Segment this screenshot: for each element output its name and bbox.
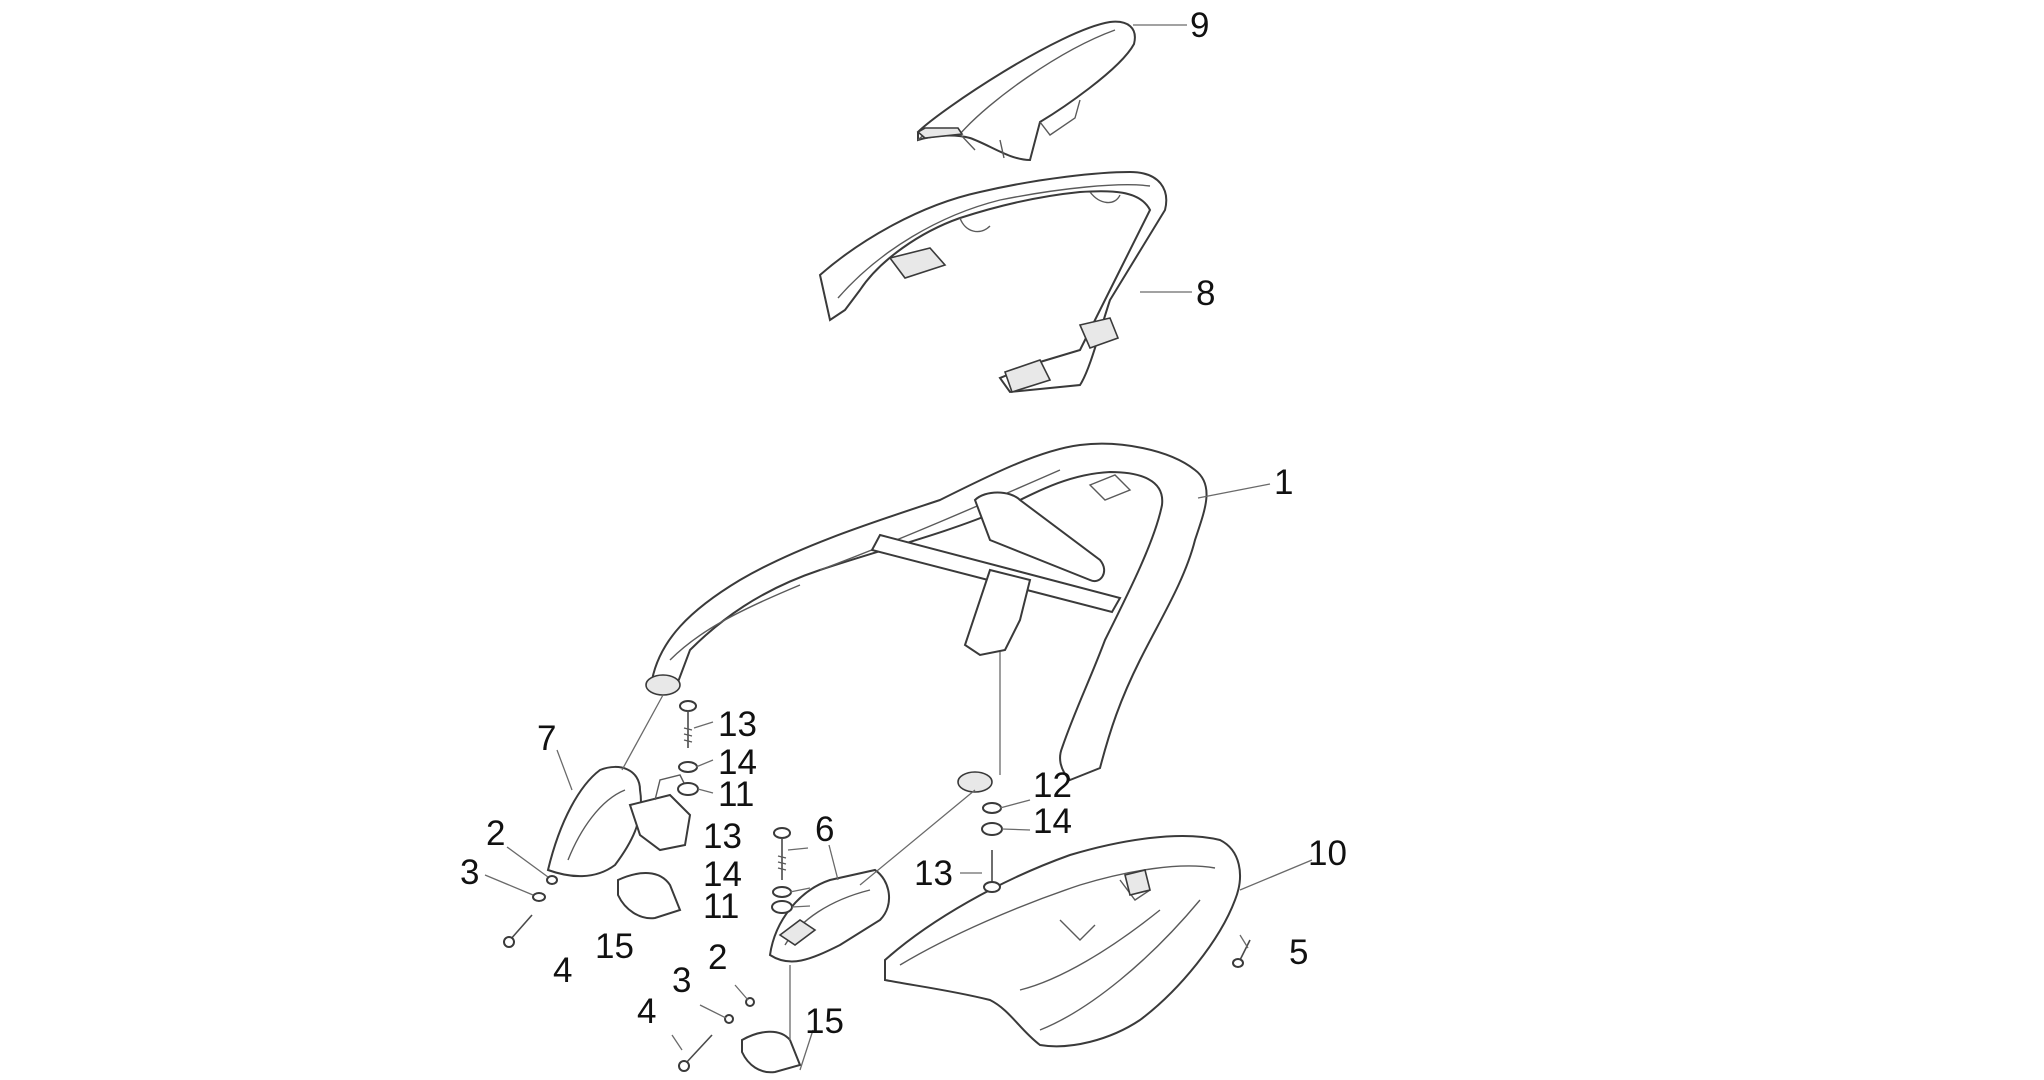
part-1-grab-rail	[645, 442, 1208, 793]
screw-5	[1232, 939, 1251, 968]
callout-13b: 13	[703, 817, 742, 856]
part-6-right-cover	[768, 868, 891, 963]
callout-4a: 4	[553, 951, 572, 990]
callout-15b: 15	[805, 1002, 844, 1041]
washer-11-a	[677, 782, 699, 796]
bolt-13-b	[773, 827, 791, 880]
callout-11a: 11	[718, 775, 754, 814]
spacer-2-a	[546, 875, 558, 885]
part-10-rear-tray	[884, 835, 1241, 1048]
washer-11-b	[771, 900, 793, 914]
part-7-left-cover	[546, 765, 692, 878]
callout-6: 6	[815, 810, 834, 849]
callout-10: 10	[1308, 834, 1347, 873]
callout-9: 9	[1190, 6, 1209, 45]
callout-12: 12	[1033, 766, 1072, 805]
callout-3b: 3	[672, 961, 691, 1000]
callout-2a: 2	[486, 814, 505, 853]
callout-5: 5	[1289, 933, 1308, 972]
callout-14b: 14	[703, 855, 742, 894]
callout-1: 1	[1274, 463, 1293, 502]
callout-8: 8	[1196, 274, 1215, 313]
washer-3-a	[532, 892, 546, 902]
pin-4-a	[503, 914, 533, 948]
callout-13c: 13	[914, 854, 953, 893]
callout-15a: 15	[595, 927, 634, 966]
callout-labels: 9 8 1 7 13 14 11 2 3 4 15 6 13 14 11 12 …	[460, 6, 1347, 1041]
clamp-15-a	[617, 872, 682, 920]
callout-13a: 13	[718, 705, 757, 744]
clamp-15-b	[741, 1030, 802, 1074]
bolt-13-a	[679, 700, 697, 748]
callout-14c: 14	[1033, 802, 1072, 841]
pin-4-b	[678, 1034, 713, 1072]
hardware	[503, 700, 1251, 1074]
leader-lines	[484, 24, 1313, 1071]
callout-7: 7	[537, 719, 556, 758]
washer-14-c	[981, 822, 1003, 836]
washer-3-b	[724, 1014, 734, 1024]
callout-14a: 14	[718, 743, 757, 782]
callout-11b: 11	[703, 887, 739, 926]
washer-12	[982, 802, 1002, 814]
washer-14-b	[772, 886, 792, 898]
callout-2b: 2	[708, 938, 727, 977]
callout-4b: 4	[637, 992, 656, 1031]
part-8-rail-cover	[818, 170, 1168, 394]
bolt-13-c	[983, 850, 1001, 893]
part-9-top-cover	[916, 20, 1136, 162]
callout-3a: 3	[460, 853, 479, 892]
washer-14-a	[678, 761, 698, 773]
